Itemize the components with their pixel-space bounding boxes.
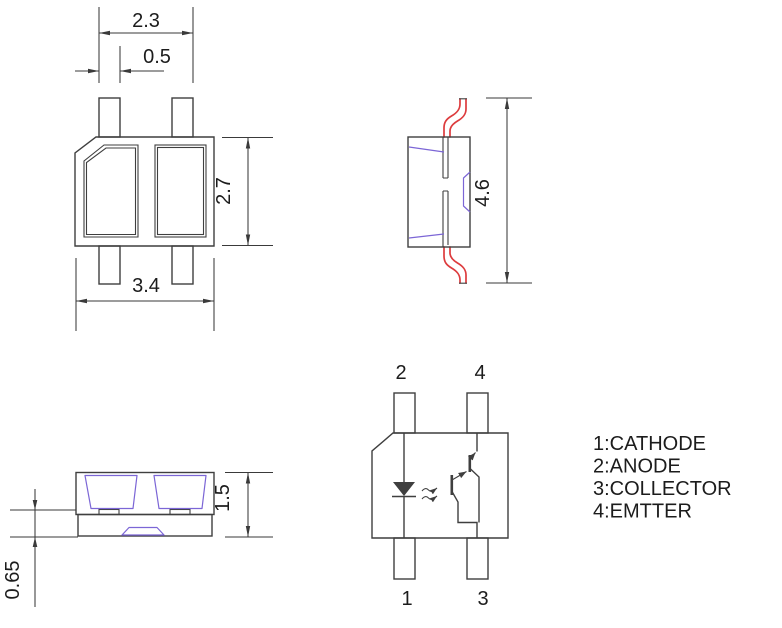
dimension-front-body-height: 1.5	[212, 471, 273, 538]
legend-line-cathode: 1:CATHODE	[593, 433, 706, 455]
pin-label-3: 3	[477, 588, 488, 610]
light-emission-arrows	[421, 487, 438, 503]
legend-line-emitter: 4:EMTTER	[593, 501, 692, 523]
dimension-base-height: 0.65	[2, 489, 78, 607]
schematic-body-outline	[371, 432, 509, 539]
front-view: 1.5 0.65	[2, 471, 273, 607]
dimension-overall-height: 4.6	[472, 97, 532, 284]
side-view: 4.6	[407, 97, 532, 284]
window-left	[83, 144, 139, 238]
legend-line-collector: 3:COLLECTOR	[593, 478, 732, 500]
dim-text-lead-span: 2.3	[132, 10, 160, 32]
top-view-body-outline	[74, 136, 215, 247]
lead-bottom-right	[171, 245, 194, 285]
dimension-lead-span: 2.3	[98, 7, 194, 83]
top-view: 2.3 0.5 2.7 3.4	[74, 7, 273, 331]
lead-top-left	[98, 97, 121, 138]
schematic-pin2-lead	[393, 392, 416, 434]
pin-label-4: 4	[474, 362, 485, 384]
led-symbol	[392, 433, 416, 538]
schematic-pin4-lead	[466, 392, 489, 434]
dim-text-lead-width: 0.5	[143, 46, 171, 68]
dim-text-base-height: 0.65	[2, 561, 24, 600]
phototransistor-symbol	[450, 433, 480, 538]
side-view-mold-details	[408, 146, 471, 239]
bent-lead-lower	[443, 246, 467, 284]
front-view-lead-stub-right	[169, 508, 191, 516]
top-view-leads	[98, 97, 194, 285]
front-view-lead-stub-left	[98, 508, 120, 516]
dimension-body-width: 3.4	[75, 258, 215, 331]
legend-line-anode: 2:ANODE	[593, 456, 681, 478]
dim-text-overall-height: 4.6	[472, 179, 494, 207]
lead-top-right	[171, 97, 194, 138]
schematic-pin3-lead	[466, 537, 489, 580]
schematic-pin1-lead	[393, 537, 416, 580]
dimension-lead-width: 0.5	[75, 46, 171, 74]
front-view-body-base	[77, 513, 213, 537]
dim-text-front-body-height: 1.5	[212, 484, 234, 512]
window-right	[154, 144, 207, 238]
dim-text-body-width: 3.4	[132, 275, 160, 297]
front-view-mold-details	[84, 474, 207, 536]
pin-label-2: 2	[395, 362, 406, 384]
lead-bottom-left	[98, 245, 121, 285]
pin-legend: 1:CATHODE 2:ANODE 3:COLLECTOR 4:EMTTER	[593, 433, 732, 523]
schematic-view: 2 4 1 3	[371, 362, 509, 610]
dim-text-body-height: 2.7	[213, 177, 235, 205]
dimension-body-height: 2.7	[213, 136, 273, 247]
bent-lead-upper	[443, 98, 467, 138]
side-view-leadframe-edge	[442, 137, 449, 247]
pin-label-1: 1	[401, 588, 412, 610]
side-view-body-outline	[407, 136, 471, 248]
